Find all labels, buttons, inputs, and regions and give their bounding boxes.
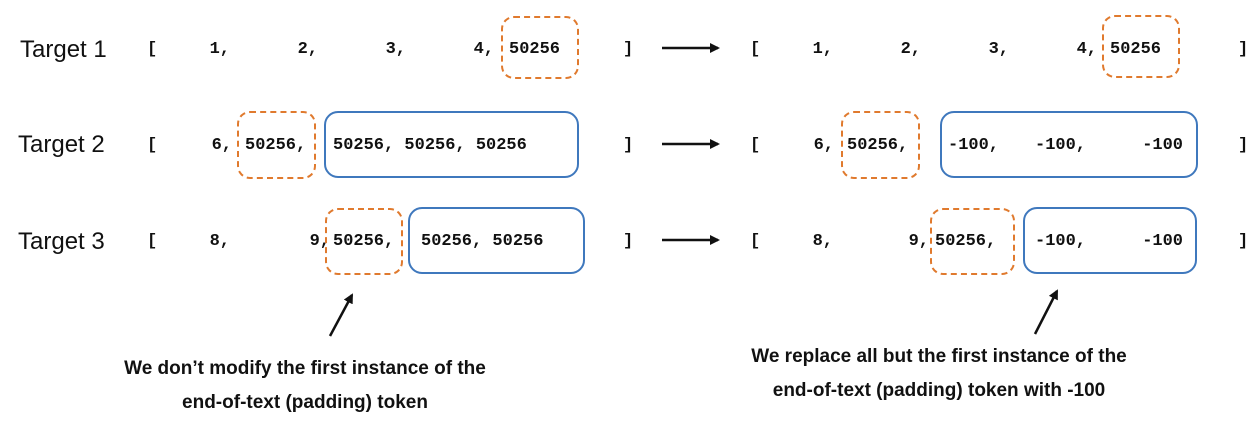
first-padding-token: 50256, bbox=[935, 232, 997, 251]
first-padding-token: 50256, bbox=[333, 232, 395, 251]
token-value: 4, bbox=[473, 40, 494, 59]
token-value: 3, bbox=[385, 40, 406, 59]
token-value: 6, bbox=[813, 136, 834, 155]
open-bracket: [ bbox=[750, 40, 761, 59]
open-bracket: [ bbox=[147, 232, 158, 251]
token-value: 9, bbox=[908, 232, 929, 251]
token-value: 1, bbox=[812, 40, 833, 59]
token-value: 2, bbox=[900, 40, 921, 59]
masked-token: -100 bbox=[1142, 232, 1183, 251]
padding-tokens: 50256, 50256 bbox=[421, 232, 544, 251]
first-padding-token: 50256, bbox=[245, 136, 307, 155]
token-value: 8, bbox=[812, 232, 833, 251]
caption-right-line-1: We replace all but the first instance of… bbox=[751, 346, 1127, 367]
caption-left-line-1: We don’t modify the first instance of th… bbox=[124, 358, 486, 379]
masked-tokens-box bbox=[940, 111, 1198, 178]
close-bracket: ] bbox=[623, 232, 634, 251]
close-bracket: ] bbox=[1238, 40, 1249, 59]
token-value: 9, bbox=[309, 232, 330, 251]
open-bracket: [ bbox=[147, 40, 158, 59]
caption-right-line-2: end-of-text (padding) token with -100 bbox=[772, 380, 1106, 401]
token-value: 8, bbox=[209, 232, 230, 251]
padding-token: 50256 bbox=[509, 40, 561, 59]
close-bracket: ] bbox=[623, 136, 634, 155]
close-bracket: ] bbox=[623, 40, 634, 59]
masked-token: -100, bbox=[1035, 136, 1087, 155]
close-bracket: ] bbox=[1238, 136, 1249, 155]
caption-left-line-2: end-of-text (padding) token bbox=[182, 392, 428, 413]
masked-tokens-box bbox=[408, 207, 585, 274]
token-value: 1, bbox=[209, 40, 230, 59]
caption-left: We don’t modify the first instance of th… bbox=[120, 352, 490, 420]
token-value: 4, bbox=[1076, 40, 1097, 59]
open-bracket: [ bbox=[147, 136, 158, 155]
masked-token: -100, bbox=[1035, 232, 1087, 251]
close-bracket: ] bbox=[1238, 232, 1249, 251]
masked-tokens-box bbox=[1023, 207, 1197, 274]
padding-token-box bbox=[1102, 15, 1180, 78]
pointer-arrow-right bbox=[1033, 289, 1059, 335]
token-value: 6, bbox=[211, 136, 232, 155]
padding-token: 50256 bbox=[1110, 40, 1162, 59]
first-padding-token-box bbox=[237, 111, 316, 179]
row-label-target-1: Target 1 bbox=[20, 36, 107, 63]
row-label-target-3: Target 3 bbox=[18, 228, 105, 255]
first-padding-token-box bbox=[325, 208, 403, 275]
masked-tokens-box bbox=[324, 111, 579, 178]
open-bracket: [ bbox=[750, 136, 761, 155]
pointer-arrow-left bbox=[328, 293, 354, 337]
token-value: 2, bbox=[297, 40, 318, 59]
padding-tokens: 50256, 50256, 50256 bbox=[333, 136, 527, 155]
first-padding-token-box bbox=[841, 111, 920, 179]
padding-token-box bbox=[501, 16, 579, 79]
caption-right: We replace all but the first instance of… bbox=[720, 340, 1158, 408]
masked-token: -100, bbox=[948, 136, 1000, 155]
masked-token: -100 bbox=[1142, 136, 1183, 155]
token-value: 3, bbox=[988, 40, 1009, 59]
open-bracket: [ bbox=[750, 232, 761, 251]
row-label-target-2: Target 2 bbox=[18, 131, 105, 158]
first-padding-token: 50256, bbox=[847, 136, 909, 155]
first-padding-token-box bbox=[930, 208, 1015, 275]
